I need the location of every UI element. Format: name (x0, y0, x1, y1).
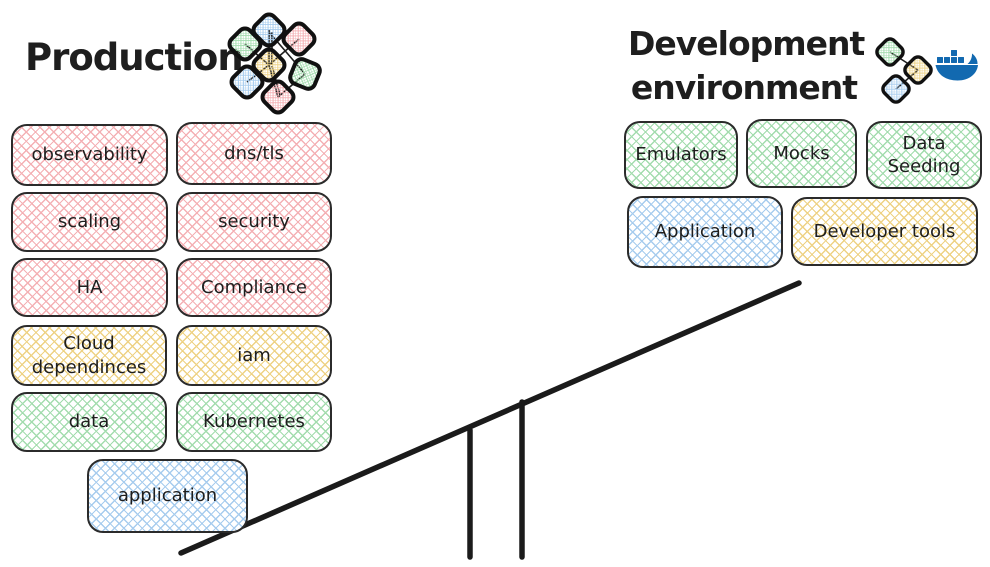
box-label: Mocks (773, 142, 830, 164)
box-data: data (11, 392, 167, 452)
box-label: Data Seeding (887, 132, 961, 177)
box-application: Application (627, 196, 783, 268)
box-label: scaling (57, 211, 122, 233)
box-scaling: scaling (11, 192, 168, 252)
box-label: security (218, 211, 290, 233)
box-label: dns/tls (224, 142, 284, 164)
kubernetes-nodes-cluster-icon-small (875, 37, 933, 104)
box-developer-tools: Developer tools (791, 197, 978, 266)
box-observability: observability (11, 124, 168, 186)
box-dns-tls: dns/tls (176, 122, 332, 185)
development-title: Development environment (628, 22, 865, 109)
box-label: Cloud dependinces (31, 333, 147, 378)
development-title-line1: Development (628, 24, 865, 63)
box-label: data (68, 411, 110, 433)
box-ha: HA (11, 258, 168, 317)
box-mocks: Mocks (746, 119, 857, 188)
box-label: Kubernetes (203, 411, 305, 433)
box-label: Compliance (201, 276, 307, 298)
box-security: security (176, 192, 332, 252)
box-application: application (87, 459, 248, 533)
docker-whale-icon (935, 50, 978, 81)
production-title: Production (25, 36, 244, 79)
box-label: HA (76, 276, 103, 298)
box-iam: iam (176, 325, 332, 386)
box-label: Developer tools (813, 220, 956, 242)
box-emulators: Emulators (624, 121, 738, 189)
box-label: Application (654, 221, 756, 243)
development-title-line2: environment (630, 67, 858, 107)
box-label: application (117, 485, 218, 507)
box-label: Emulators (635, 144, 727, 166)
box-data-seeding: Data Seeding (866, 121, 982, 189)
box-kubernetes: Kubernetes (176, 392, 332, 452)
box-label: iam (237, 344, 271, 366)
box-label: observability (31, 144, 148, 166)
box-compliance: Compliance (176, 258, 332, 317)
box-cloud-dependinces: Cloud dependinces (11, 325, 167, 386)
